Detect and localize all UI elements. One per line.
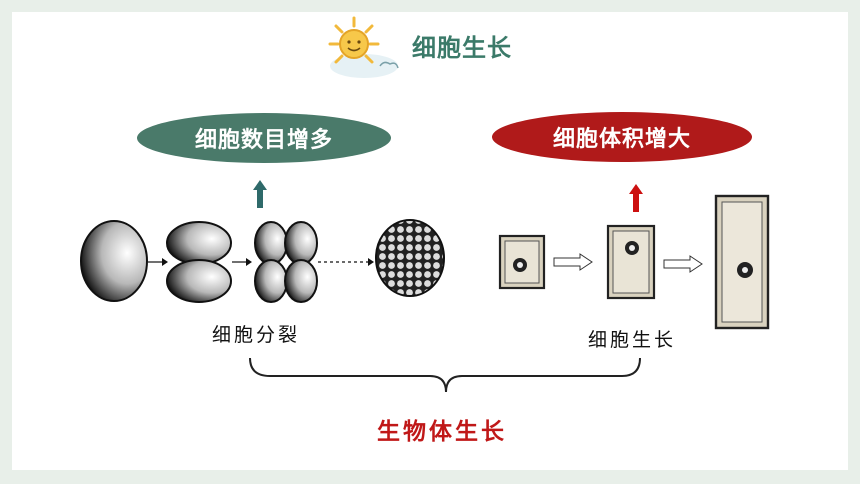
two-cell-stage [166, 221, 232, 303]
cell-growth-caption: 细胞生长 [588, 329, 677, 351]
page-title: 细胞生长 [412, 34, 512, 62]
small-plant-cell [498, 234, 546, 290]
morula-cell-cluster [375, 219, 445, 297]
organism-growth-caption: 生物体生长 [377, 418, 507, 445]
sun-icon [328, 16, 399, 78]
zygote-cell [80, 220, 148, 302]
large-plant-cell [714, 194, 770, 330]
cell-number-increase-pill: 细胞数目增多 [137, 113, 391, 163]
grouping-brace [249, 357, 641, 393]
cell-division-caption: 细胞分裂 [212, 324, 301, 346]
four-cell-stage [254, 221, 318, 303]
cell-volume-increase-pill: 细胞体积增大 [492, 112, 752, 162]
red-up-arrow-icon [629, 184, 643, 212]
green-up-arrow-icon [253, 180, 267, 208]
medium-plant-cell [606, 224, 656, 300]
